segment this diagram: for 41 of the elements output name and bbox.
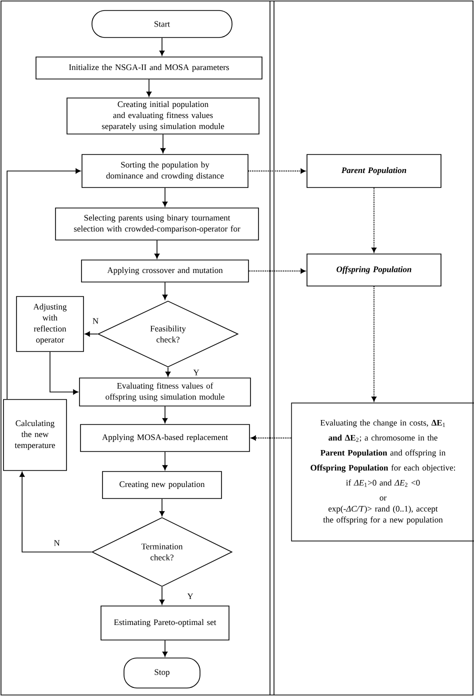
- edge-label: Y: [186, 592, 194, 600]
- arrow: [146, 79, 152, 97]
- arrow: [20, 472, 92, 552]
- edge-label: Y: [192, 368, 200, 376]
- connector: [372, 286, 376, 402]
- arrow: [6, 168, 81, 400]
- arrow: [162, 452, 168, 470]
- data-box: Parent Population: [306, 154, 442, 188]
- process-box: Estimating Pareto-optimal set: [100, 606, 230, 640]
- process-box: Applying MOSA-based replacement: [80, 424, 250, 452]
- data-box: Offspring Population: [306, 254, 442, 286]
- process-box: Creating new population: [102, 471, 222, 499]
- arrow: [165, 367, 171, 377]
- process-box: Evaluating the change in costs, ΔE$_{1}$ and ΔE$_{2}$; a chromosome in the Parent Population and offspring in Offspring Population for each objective: if ΔE$_{1}$>0 and ΔE$_{2}$ <0 or exp(-ΔC/T)> rand (0..1), accept the offspring for a new population: [291, 402, 474, 542]
- process-box: Adjusting with reflection operator: [16, 296, 84, 352]
- arrow: [50, 352, 78, 395]
- edge-label: N: [52, 539, 61, 547]
- arrow: [160, 134, 166, 154]
- connector: [372, 188, 376, 252]
- process-box: Initialize the NSGA-II and MOSA parameters: [36, 56, 262, 80]
- arrow: [159, 498, 165, 516]
- arrow: [162, 640, 168, 657]
- arrow: [162, 188, 168, 207]
- arrow: [154, 240, 160, 259]
- process-box: Creating initial population and evaluating fitness values separately using simulation module: [66, 98, 260, 134]
- arrow: [159, 586, 165, 605]
- connector: [251, 436, 292, 440]
- connector: [248, 268, 306, 274]
- process-box: Evaluating fitness values of offspring using simulation module: [79, 378, 251, 406]
- process-box: Applying crossover and mutation: [81, 260, 249, 282]
- edge-label: N: [91, 317, 100, 325]
- process-box: Selecting parents using binary tournament selection with crowded-comparison-operator for: [55, 208, 259, 240]
- arrow: [162, 282, 168, 300]
- process-box: Calculating the new temperature: [3, 399, 67, 471]
- arrow: [162, 406, 168, 424]
- arrow: [159, 38, 165, 56]
- connector: [248, 168, 306, 174]
- start-terminal: Start: [92, 10, 232, 38]
- arrow: [84, 331, 98, 337]
- stop-terminal: Stop: [124, 658, 200, 688]
- process-box: Sorting the population by dominance and crowding distance: [82, 154, 248, 188]
